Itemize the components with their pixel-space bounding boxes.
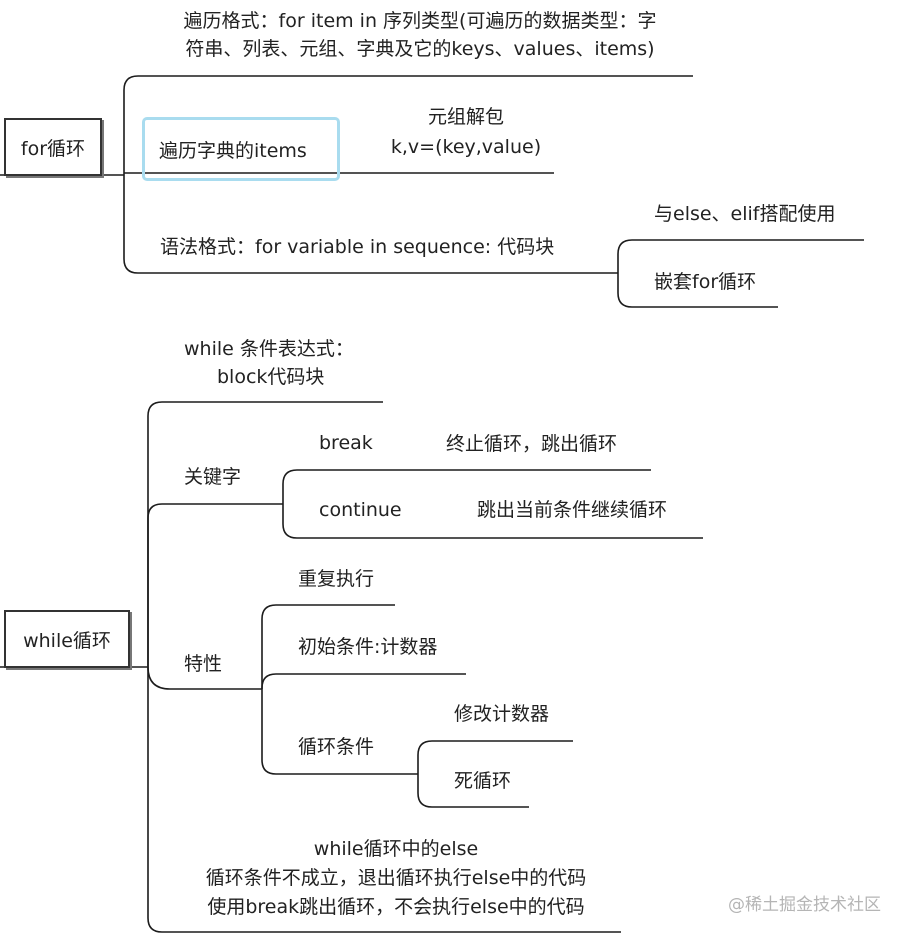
- while-syntax-line-2: block代码块: [217, 366, 325, 388]
- while-else-line-1: while循环中的else: [313, 838, 479, 860]
- dict-items-node: 遍历字典的items: [142, 117, 340, 181]
- repeat-node: 重复执行: [298, 568, 375, 590]
- connector: [417, 774, 529, 808]
- continue-node: continue: [319, 499, 402, 521]
- connector: [147, 401, 383, 667]
- connector: [261, 604, 395, 689]
- connector: [417, 740, 573, 774]
- connector: [123, 175, 618, 274]
- for-loop-root-node: for循环: [4, 118, 102, 176]
- unpack-code: k,v=(key,value): [390, 136, 542, 158]
- connector: [282, 504, 703, 539]
- for-syntax-node: 语法格式：for variable in sequence: 代码块: [160, 236, 555, 258]
- features-node: 特性: [184, 653, 223, 675]
- connector: [617, 239, 864, 273]
- break-desc-node: 终止循环，跳出循环: [446, 433, 618, 455]
- traverse-format-line-1: 遍历格式：for item in 序列类型(可遍历的数据类型：字: [183, 10, 657, 32]
- unpack-title: 元组解包: [427, 106, 504, 128]
- while-loop-root-node: while循环: [4, 610, 130, 668]
- break-node: break: [319, 432, 373, 454]
- while-else-line-3: 使用break跳出循环，不会执行else中的代码: [207, 896, 585, 918]
- connector: [282, 469, 651, 504]
- connector: [147, 503, 283, 667]
- connector: [123, 75, 693, 175]
- connector: [261, 689, 418, 775]
- connector: [147, 667, 621, 933]
- init-condition-node: 初始条件:计数器: [298, 636, 438, 658]
- watermark: @稀土掘金技术社区: [728, 895, 881, 915]
- modify-counter-node: 修改计数器: [454, 703, 550, 725]
- with-else-node: 与else、elif搭配使用: [654, 203, 836, 225]
- traverse-format-line-2: 符串、列表、元组、字典及它的keys、values、items): [185, 38, 655, 60]
- loop-condition-node: 循环条件: [298, 736, 375, 758]
- while-syntax-line-1: while 条件表达式：: [184, 338, 354, 360]
- keywords-node: 关键字: [184, 466, 242, 488]
- connector: [617, 273, 778, 308]
- continue-desc-node: 跳出当前条件继续循环: [477, 499, 668, 521]
- while-else-line-2: 循环条件不成立，退出循环执行else中的代码: [205, 867, 587, 889]
- connector: [261, 673, 466, 689]
- nested-for-node: 嵌套for循环: [654, 271, 757, 293]
- dead-loop-node: 死循环: [454, 770, 512, 792]
